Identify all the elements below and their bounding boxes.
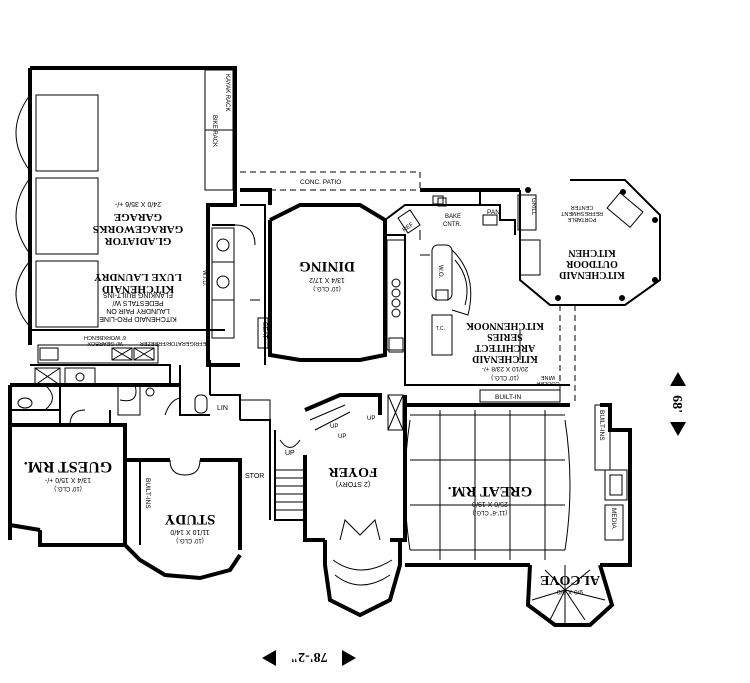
workbench-label-2: W/ GEARBOX <box>87 340 123 346</box>
study-clg: (10' CLG.) <box>176 537 204 543</box>
dining-clg: (10' CLG.) <box>313 285 341 291</box>
workbench-label-1: 6' WORKBENCH <box>84 334 126 340</box>
outdoor-name-3: KITCHEN <box>568 247 616 258</box>
laundry-desc-4: FLANKING BUILT-INS <box>103 291 173 298</box>
depth-dimension: 68' <box>669 372 686 436</box>
depth-dimension-text: 68' <box>669 395 684 413</box>
guest-room-clg: (10' CLG.) <box>54 485 82 491</box>
outdoor-note-2: REFRESHMENT <box>560 210 603 216</box>
alcove-dim: 9/0 X 9/0 <box>557 588 583 595</box>
width-dimension-text: 78'-2" <box>290 649 327 664</box>
great-room-grid <box>404 410 571 560</box>
outdoor-note-3: CENTER <box>571 204 594 210</box>
up-label-2: UP <box>330 424 338 430</box>
kitchen-name-1: KITCHENAID <box>472 353 538 364</box>
garage-doors <box>15 94 99 328</box>
dining-dim: 13/4 X 17/2 <box>309 276 345 283</box>
tc-label: T.C. <box>436 326 445 332</box>
pan-label: PAN <box>487 209 500 216</box>
stor-label: STOR <box>245 473 264 480</box>
guest-room-dim: 13/4 X 15/0 +/- <box>44 476 91 483</box>
garage-name-3: GARAGE <box>114 211 162 223</box>
bake-cntr-label-2: CNTR. <box>443 222 462 228</box>
foyer: UP UP UP (2 STORY) FOYER <box>303 393 407 618</box>
wall-ovens-label: W.O. <box>437 265 443 279</box>
kitchen-name-2: ARCHITECT <box>474 342 535 353</box>
width-dimension: 78'-2" <box>262 649 356 666</box>
study-name: STUDY <box>164 511 215 527</box>
kitchen-label: KITCHENAID ARCHITECT SERIES KITCHENNOOK … <box>466 320 544 380</box>
great-room-clg: (11'-6" CLG.) <box>473 509 508 515</box>
laundry-desc: KITCHENAID PRO-LINE LAUNDRY PAIR ON PEDE… <box>99 291 177 322</box>
ref-label: REF <box>402 222 416 234</box>
study-room: BUILT-INS STUDY 11/10 X 14/0 (10' CLG.) <box>123 458 242 581</box>
ref-freezer-label: REFRIGERATOR/FREEZER <box>140 340 210 346</box>
dining-room: CONC. PATIO REF DINING 13/4 X 17/2 (10' … <box>240 171 430 362</box>
wine-cooler-label-1: WINE <box>540 374 555 380</box>
kitchen-clg: (10' CLG.) <box>491 374 519 380</box>
garage: KAYAK RACK BIKE RACK GLADIATOR GARAGEWOR… <box>15 66 237 364</box>
great-room-name: GREAT RM. <box>448 483 533 499</box>
built-ins-great-label: BUILT-INS <box>598 410 605 441</box>
stairs: STOR UP <box>240 419 306 521</box>
guest-room-name: GUEST RM. <box>24 458 113 475</box>
bike-rack-label: BIKE RACK <box>211 115 217 147</box>
laundry-desc-2: LAUNDRY PAIR ON <box>106 307 169 314</box>
kayak-rack-label: KAYAK RACK <box>224 74 230 111</box>
outdoor-kitchen-label: KITCHENAID OUTDOOR KITCHEN <box>559 247 625 280</box>
foyer-name-2: FOYER <box>328 464 378 479</box>
foyer-name-1: (2 STORY) <box>336 480 370 487</box>
up-label-4: UP <box>367 416 375 422</box>
garage-name-1: GLADIATOR <box>104 235 172 247</box>
study-dim: 11/10 X 14/0 <box>170 528 209 535</box>
kitchen-name-4: KITCHENNOOK <box>466 320 544 331</box>
bake-cntr-label-1: BAKE <box>445 214 461 220</box>
built-in-label: BUILT-IN <box>495 394 522 401</box>
alcove: ALCOVE 9/0 X 9/0 <box>525 564 615 627</box>
outdoor-kitchen: GRILL PORTABLE REFRESHMENT CENTER KITCHE… <box>517 179 661 405</box>
up-label-3: UP <box>338 434 346 440</box>
up-label: UP <box>285 450 295 457</box>
great-room: BUILT-INS MEDIA GREAT RM. 25/0 X 19/0 (1… <box>404 403 632 567</box>
outdoor-name-2: OUTDOOR <box>565 258 617 269</box>
seat-label: SEAT <box>261 322 268 339</box>
outdoor-kitchen-note: PORTABLE REFRESHMENT CENTER <box>560 204 603 222</box>
foyer-label: (2 STORY) FOYER <box>328 464 378 487</box>
outdoor-name-1: KITCHENAID <box>559 269 625 280</box>
built-ins-study-label: BUILT-INS <box>144 478 151 509</box>
kitchen: BAKE CNTR. PAN W.O. KITCHENAID ARCHITECT… <box>404 188 570 403</box>
kitchen-name-3: SERIES <box>487 331 523 342</box>
kitchen-dim: 20/10 X 23/8 +/- <box>482 365 528 372</box>
media-label: MEDIA <box>610 508 617 529</box>
lin-label: LIN <box>217 405 228 412</box>
wall-ovens-laundry: W.I.D. <box>201 270 207 287</box>
laundry-name-1: KITCHENAID <box>102 283 174 295</box>
laundry-name-2: LUXE LAUNDRY <box>94 271 182 283</box>
alcove-name: ALCOVE <box>540 572 600 587</box>
great-room-dim: 25/0 X 19/0 <box>472 500 508 507</box>
garage-dim: 24/0 X 35/6 +/- <box>114 200 161 207</box>
garage-name-2: GARAGEWORKS <box>93 223 183 235</box>
guest-room: GUEST RM. 13/4 X 15/0 +/- (10' CLG.) <box>8 409 127 547</box>
laundry-desc-1: KITCHENAID PRO-LINE <box>99 315 177 322</box>
garage-label: GLADIATOR GARAGEWORKS GARAGE 24/0 X 35/6… <box>93 200 183 247</box>
conc-patio-label: CONC. PATIO <box>300 179 341 186</box>
laundry-label: KITCHENAID LUXE LAUNDRY <box>94 271 182 295</box>
outdoor-note-1: PORTABLE <box>567 216 596 222</box>
dining-name: DINING <box>299 258 355 274</box>
laundry-corridor: W.I.D. SEAT <box>201 190 269 367</box>
laundry-desc-3: PEDESTALS W/ <box>112 299 163 306</box>
grill-label: GRILL <box>530 198 536 216</box>
wine-cooler-label-2: COOLER <box>536 380 559 386</box>
